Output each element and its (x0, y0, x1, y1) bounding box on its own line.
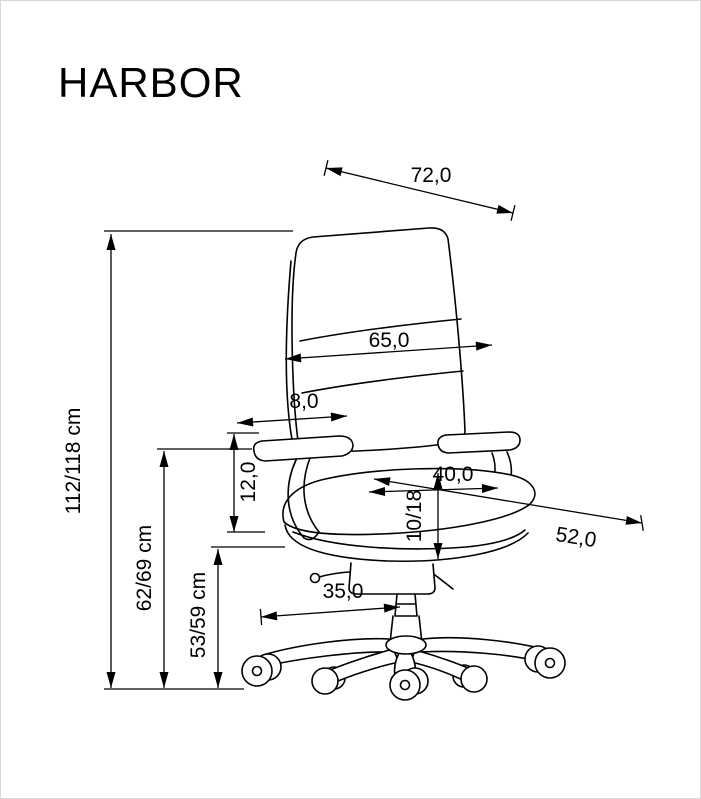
dim-seat-floor-height-label: 53/59 cm (187, 572, 210, 658)
dim-total-depth-label: 72,0 (411, 164, 452, 187)
dim-seat-lift-range: 10/18 (403, 473, 443, 559)
seat (282, 467, 536, 563)
caster-left (241, 653, 282, 687)
lever-knob (309, 572, 321, 584)
adjust-lever (318, 571, 350, 578)
office-chair-drawing (241, 227, 566, 701)
dim-total-depth: 72,0 (323, 160, 516, 221)
seat-base-edge (284, 524, 529, 563)
caster-front (389, 667, 429, 701)
dim-base-detail-label: 35,0 (323, 580, 364, 603)
backrest-frame-edge (285, 260, 294, 446)
dim-armrest-pad-width-label: 8,0 (289, 390, 318, 413)
left-armrest-pad (252, 435, 354, 462)
dim-armrest-pad-height-label: 12,0 (237, 462, 260, 503)
dim-seat-depth: 40,0 (368, 463, 499, 496)
caster-right (524, 645, 566, 679)
page-title: HARBOR (58, 59, 244, 106)
dim-seat-lift-range-label: 10/18 (403, 490, 426, 543)
dim-backrest-width-label: 65,0 (369, 329, 410, 352)
dim-seat-width-label: 52,0 (554, 523, 598, 552)
caster-front-right-hub (460, 665, 488, 693)
dim-base-detail: 35,0 (259, 580, 401, 626)
right-armrest-pad (437, 431, 521, 454)
dim-armrest-pad-height: 12,0 (227, 432, 265, 533)
left-armrest (252, 435, 354, 541)
seat-mechanism (309, 562, 454, 595)
caster-front-left-hub (311, 667, 339, 695)
dim-armrest-floor-height-label: 62/69 cm (133, 525, 156, 611)
dim-seat-depth-label: 40,0 (433, 463, 474, 486)
dim-overall-height: 112/118 cm (62, 230, 293, 690)
dim-armrest-pad-width: 8,0 (236, 390, 348, 427)
base (241, 635, 566, 701)
backrest-seam-lower (301, 370, 464, 394)
dim-armrest-floor-height: 62/69 cm (133, 448, 252, 688)
dim-backrest-width: 65,0 (284, 329, 493, 363)
backrest-seam-upper (299, 318, 462, 342)
dim-seat-floor-height: 53/59 cm (187, 546, 285, 688)
right-lever (434, 574, 454, 590)
base-hub (385, 635, 427, 655)
dim-overall-height-label: 112/118 cm (62, 408, 85, 515)
